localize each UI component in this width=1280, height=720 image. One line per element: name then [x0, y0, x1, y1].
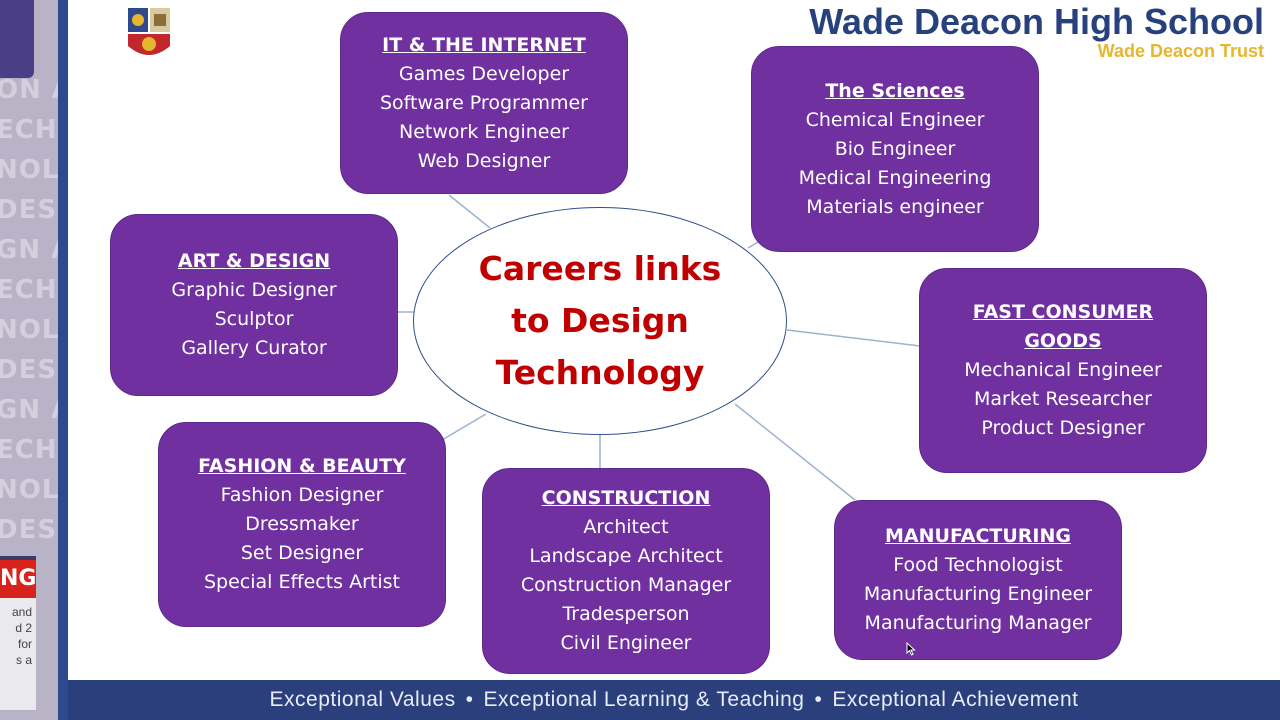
career-item: Special Effects Artist [203, 571, 400, 593]
career-box-title: CONSTRUCTION [541, 487, 711, 509]
career-box-fast-consumer-goods: FAST CONSUMER GOODS Mechanical Engineer … [919, 268, 1207, 473]
career-item: Construction Manager [520, 574, 732, 596]
career-item: Chemical Engineer [805, 108, 985, 131]
alert-card: NG and d 2 for s a [0, 556, 36, 710]
career-item: Dressmaker [245, 513, 359, 535]
mouse-cursor-icon [906, 642, 916, 656]
career-box-it: IT & THE INTERNET Games Developer Softwa… [340, 12, 628, 194]
blue-edge-bar [58, 0, 68, 720]
watermark-line: NOLOG [0, 315, 68, 345]
alert-small-text: and d 2 for s a [0, 598, 36, 668]
central-topic-line: Technology [495, 353, 705, 392]
career-item: Food Technologist [893, 554, 1063, 576]
watermark-line: NOLOG [0, 475, 68, 505]
career-item: Architect [583, 516, 669, 538]
connector-fashion [441, 413, 487, 441]
career-item: Bio Engineer [834, 137, 956, 160]
watermark-line: GN AN [0, 395, 68, 425]
career-item: Manufacturing Manager [864, 612, 1092, 634]
footer-learning: Exceptional Learning & Teaching [483, 688, 805, 711]
alert-small-line: s a [15, 653, 32, 667]
career-item: Medical Engineering [798, 166, 992, 189]
career-item: Manufacturing Engineer [863, 583, 1093, 605]
career-item: Landscape Architect [529, 545, 723, 567]
connector-fast [786, 329, 921, 347]
career-item: Civil Engineer [560, 632, 692, 654]
purple-tab [0, 0, 34, 78]
watermark-line: DESIG [0, 515, 68, 545]
school-name-title: Wade Deacon High School [809, 1, 1264, 42]
watermark-line: DESIG [0, 195, 68, 225]
watermark-line: GN AN [0, 235, 68, 265]
alert-small-line: for [17, 637, 32, 651]
career-item: Materials engineer [806, 195, 984, 218]
connector-manufacturing [734, 403, 856, 501]
career-item: Market Researcher [973, 388, 1152, 410]
central-topic-line: to Design [511, 301, 689, 340]
career-item: Tradesperson [562, 603, 690, 625]
central-topic-ellipse: Careers links to Design Technology [413, 207, 787, 435]
career-item: Product Designer [981, 417, 1145, 439]
career-box-construction: CONSTRUCTION Architect Landscape Archite… [482, 468, 770, 674]
footer-separator: • [814, 688, 823, 711]
career-box-title: ART & DESIGN [177, 250, 331, 272]
alert-small-line: and [11, 605, 32, 619]
career-box-title: The Sciences [825, 79, 965, 102]
career-box-sciences: The Sciences Chemical Engineer Bio Engin… [751, 46, 1039, 252]
alert-small-line: d 2 [15, 621, 32, 635]
career-item: Gallery Curator [181, 337, 327, 359]
career-item: Fashion Designer [220, 484, 384, 506]
footer-banner: Exceptional Values • Exceptional Learnin… [68, 680, 1280, 720]
career-item: Software Programmer [380, 91, 588, 114]
career-item: Games Developer [398, 62, 570, 85]
central-topic-line: Careers links [478, 249, 722, 288]
watermark-line: ON AN [0, 75, 68, 105]
footer-separator: • [465, 688, 474, 711]
watermark-line: NOLOG [0, 155, 68, 185]
career-box-fashion: FASHION & BEAUTY Fashion Designer Dressm… [158, 422, 446, 627]
career-item: Graphic Designer [171, 279, 337, 301]
career-box-title: FAST CONSUMER GOODS [972, 301, 1154, 352]
career-box-art: ART & DESIGN Graphic Designer Sculptor G… [110, 214, 398, 396]
career-item: Set Designer [240, 542, 364, 564]
career-box-title: MANUFACTURING [885, 525, 1071, 547]
school-crest-icon [128, 8, 170, 55]
career-item: Mechanical Engineer [964, 359, 1162, 381]
career-box-manufacturing: MANUFACTURING Food Technologist Manufact… [834, 500, 1122, 660]
career-box-title: FASHION & BEAUTY [198, 455, 406, 477]
career-item: Sculptor [214, 308, 294, 330]
watermark-line: DESIG [0, 355, 68, 385]
trust-name-subtitle: Wade Deacon Trust [1097, 41, 1264, 61]
alert-text: NG [0, 560, 36, 598]
career-item: Network Engineer [399, 120, 569, 143]
connector-it [448, 194, 491, 229]
career-box-title: IT & THE INTERNET [382, 33, 586, 56]
footer-values: Exceptional Values [269, 688, 456, 711]
career-item: Web Designer [417, 149, 551, 172]
footer-achievement: Exceptional Achievement [832, 688, 1079, 711]
